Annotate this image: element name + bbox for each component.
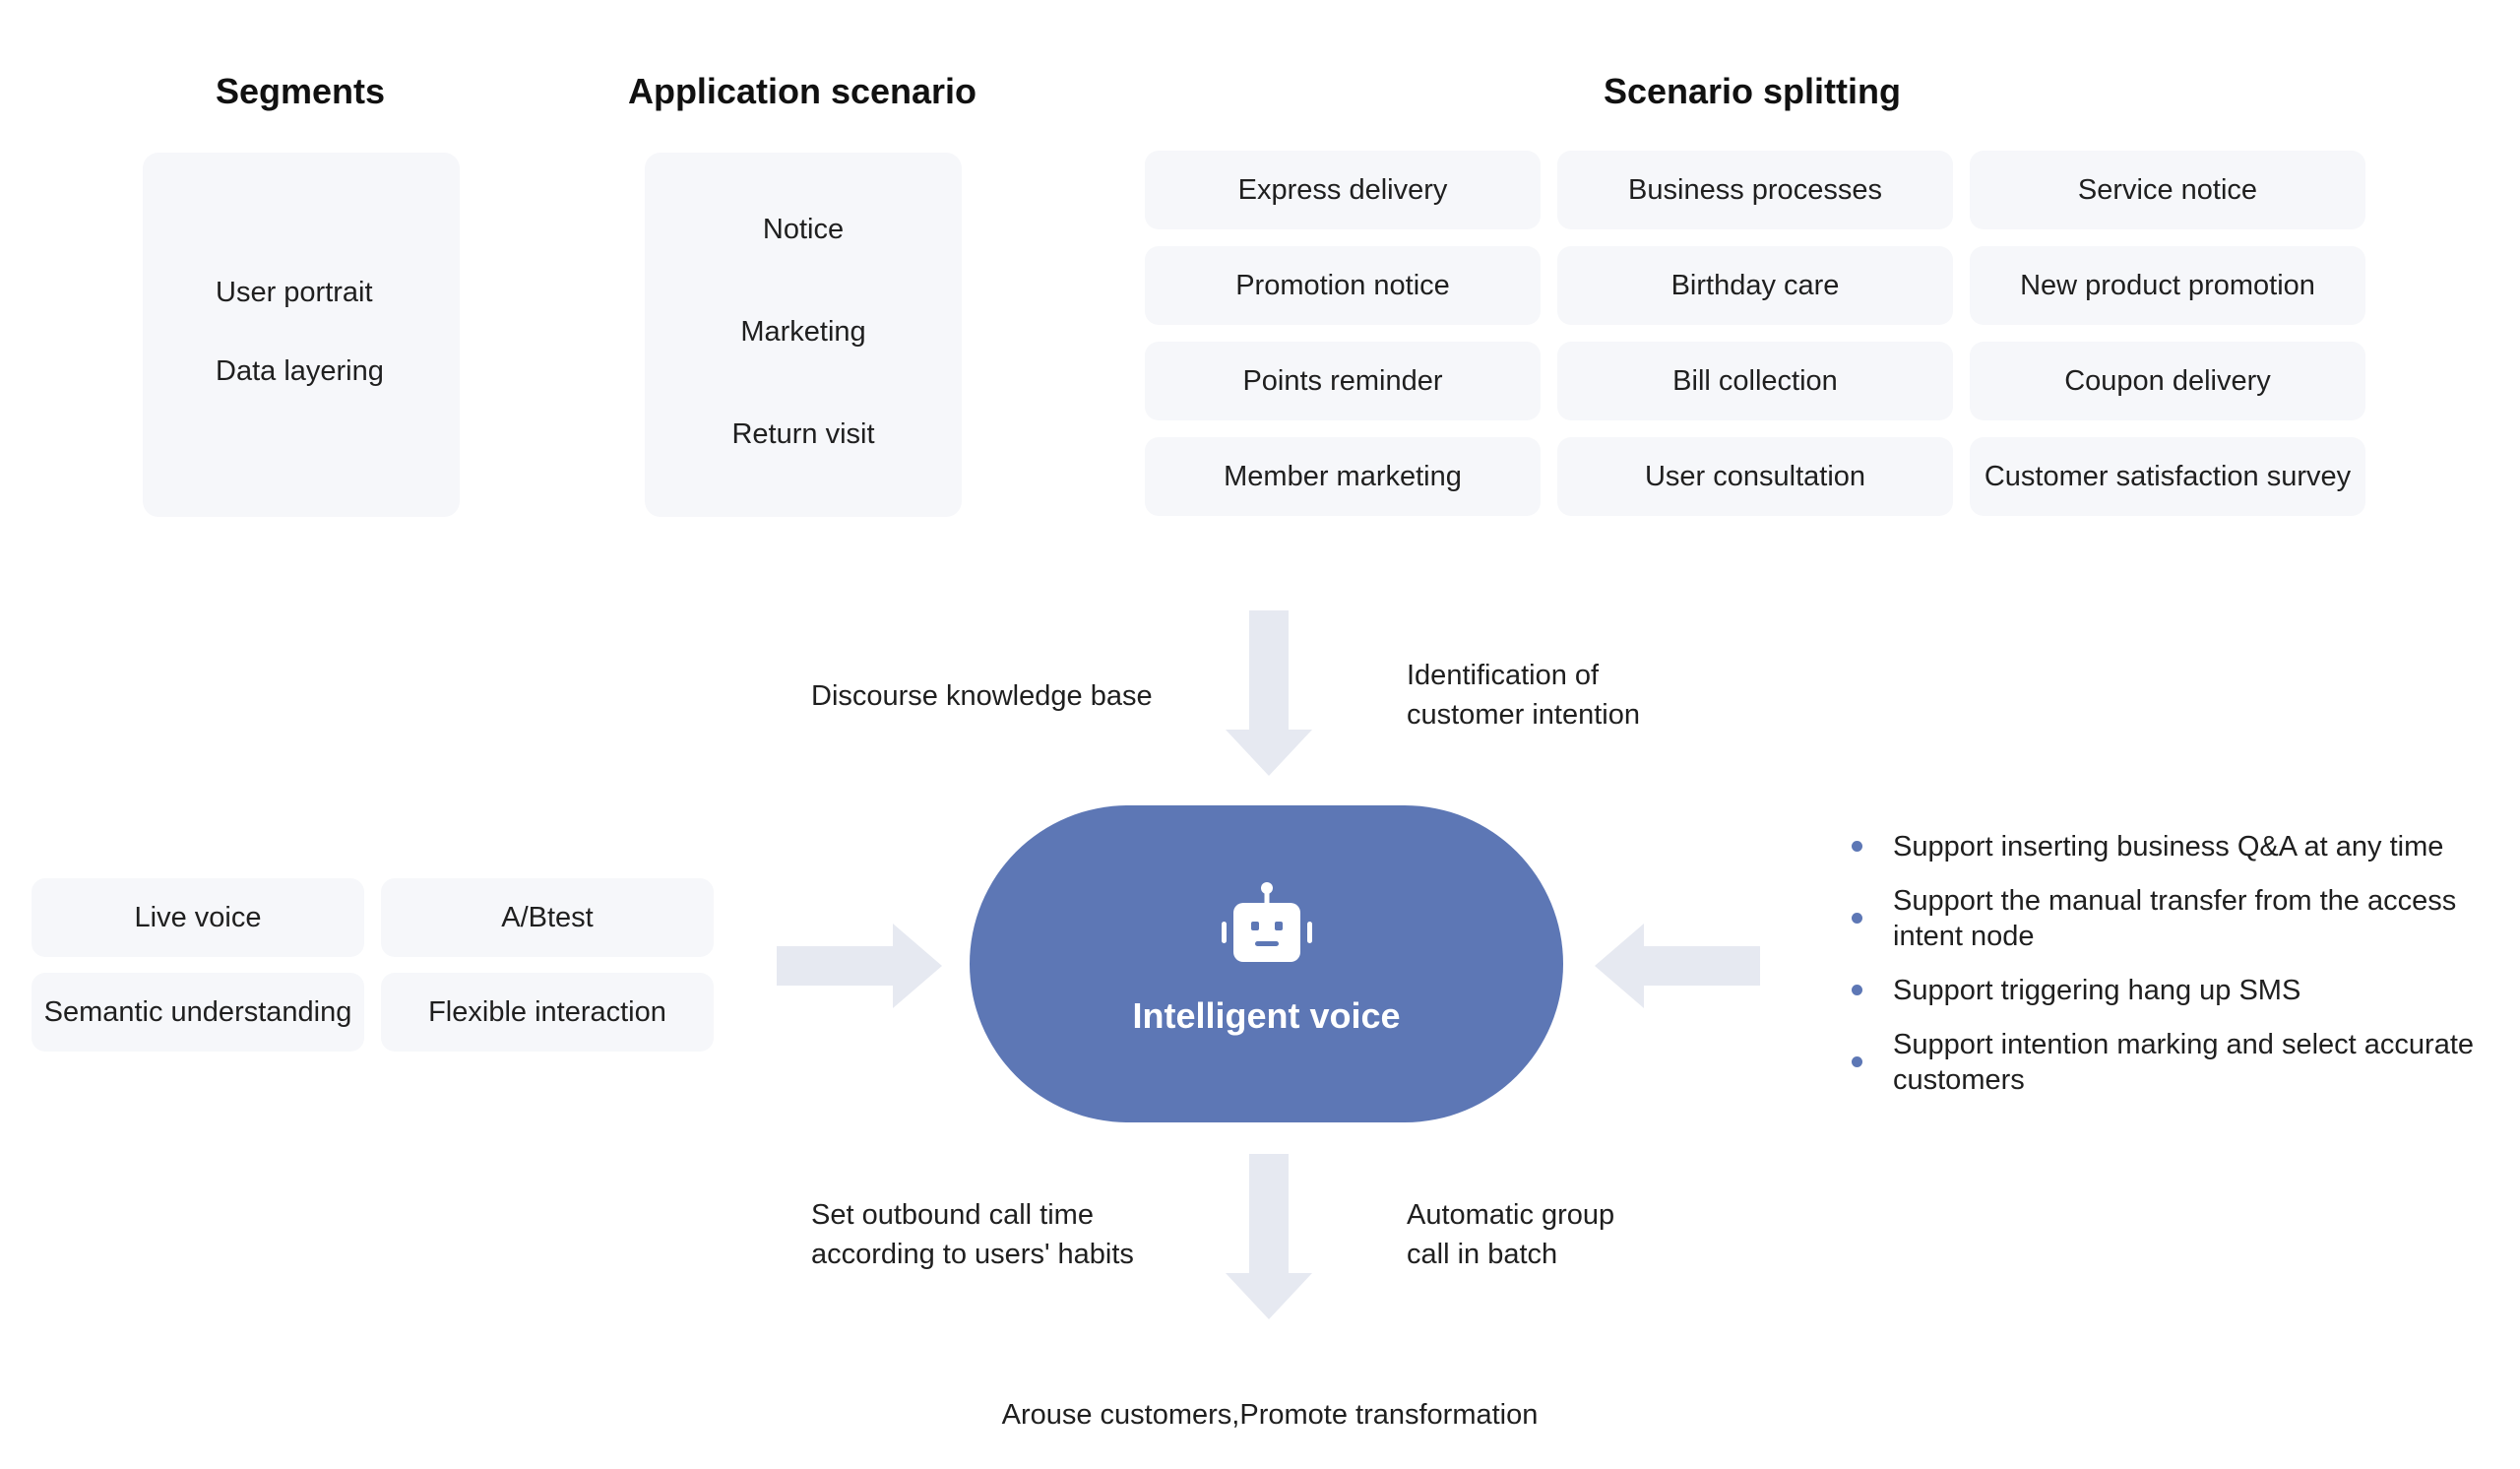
support-item: Support triggering hang up SMS <box>1846 973 2515 1008</box>
segment-item-data-layering: Data layering <box>216 355 384 387</box>
feature-flexible-interaction: Flexible interaction <box>381 973 714 1052</box>
discourse-knowledge-base-label: Discourse knowledge base <box>811 680 1153 712</box>
scenario-cell: Coupon delivery <box>1970 342 2365 420</box>
result-label: Arouse customers,Promote transformation <box>1001 1399 1539 1431</box>
scenario-cell: Points reminder <box>1145 342 1541 420</box>
feature-ab-test: A/Btest <box>381 878 714 957</box>
arrow-right-left <box>777 924 942 1008</box>
scenario-cell: New product promotion <box>1970 246 2365 325</box>
scenario-cell: Customer satisfaction survey <box>1970 437 2365 516</box>
bullet-dot-icon <box>1852 985 1862 995</box>
scenario-cell: Bill collection <box>1557 342 1953 420</box>
application-scenario-panel: Notice Marketing Return visit <box>645 153 962 517</box>
scenario-cell: Birthday care <box>1557 246 1953 325</box>
support-list: Support inserting business Q&A at any ti… <box>1846 829 2515 1117</box>
segments-panel: User portrait Data layering <box>143 153 460 517</box>
segments-heading: Segments <box>215 71 386 111</box>
support-item: Support intention marking and select acc… <box>1846 1027 2515 1098</box>
automatic-group-call-label-line2: call in batch <box>1407 1239 1558 1270</box>
feature-semantic-understanding: Semantic understanding <box>32 973 364 1052</box>
segment-item-user-portrait: User portrait <box>216 277 373 308</box>
identification-intention-label-line2: customer intention <box>1407 699 1640 731</box>
arrow-left-right <box>1595 924 1760 1008</box>
support-item: Support the manual transfer from the acc… <box>1846 883 2515 954</box>
application-item-notice: Notice <box>762 214 845 245</box>
outbound-call-time-label-line1: Set outbound call time <box>811 1199 1094 1231</box>
bullet-dot-icon <box>1852 1056 1862 1067</box>
scenario-cell: Member marketing <box>1145 437 1541 516</box>
automatic-group-call-label-line1: Automatic group <box>1407 1199 1615 1231</box>
scenario-cell: Express delivery <box>1145 151 1541 229</box>
arrow-down-bottom <box>1226 1154 1312 1319</box>
scenario-cell: Service notice <box>1970 151 2365 229</box>
application-scenario-heading: Application scenario <box>627 71 977 111</box>
application-item-marketing: Marketing <box>740 316 866 348</box>
bullet-dot-icon <box>1852 913 1862 924</box>
scenario-cell: Business processes <box>1557 151 1953 229</box>
scenario-cell: User consultation <box>1557 437 1953 516</box>
robot-icon <box>1222 882 1312 962</box>
outbound-call-time-label-line2: according to users' habits <box>811 1239 1134 1270</box>
support-item: Support inserting business Q&A at any ti… <box>1846 829 2515 864</box>
application-item-return-visit: Return visit <box>731 418 875 450</box>
identification-intention-label-line1: Identification of <box>1407 660 1600 691</box>
arrow-down-top <box>1226 610 1312 776</box>
bullet-dot-icon <box>1852 841 1862 852</box>
intelligent-voice-title: Intelligent voice <box>1132 995 1401 1036</box>
scenario-cell: Promotion notice <box>1145 246 1541 325</box>
feature-live-voice: Live voice <box>32 878 364 957</box>
intelligent-voice-node: Intelligent voice <box>970 805 1563 1122</box>
scenario-splitting-heading: Scenario splitting <box>1603 71 1902 111</box>
